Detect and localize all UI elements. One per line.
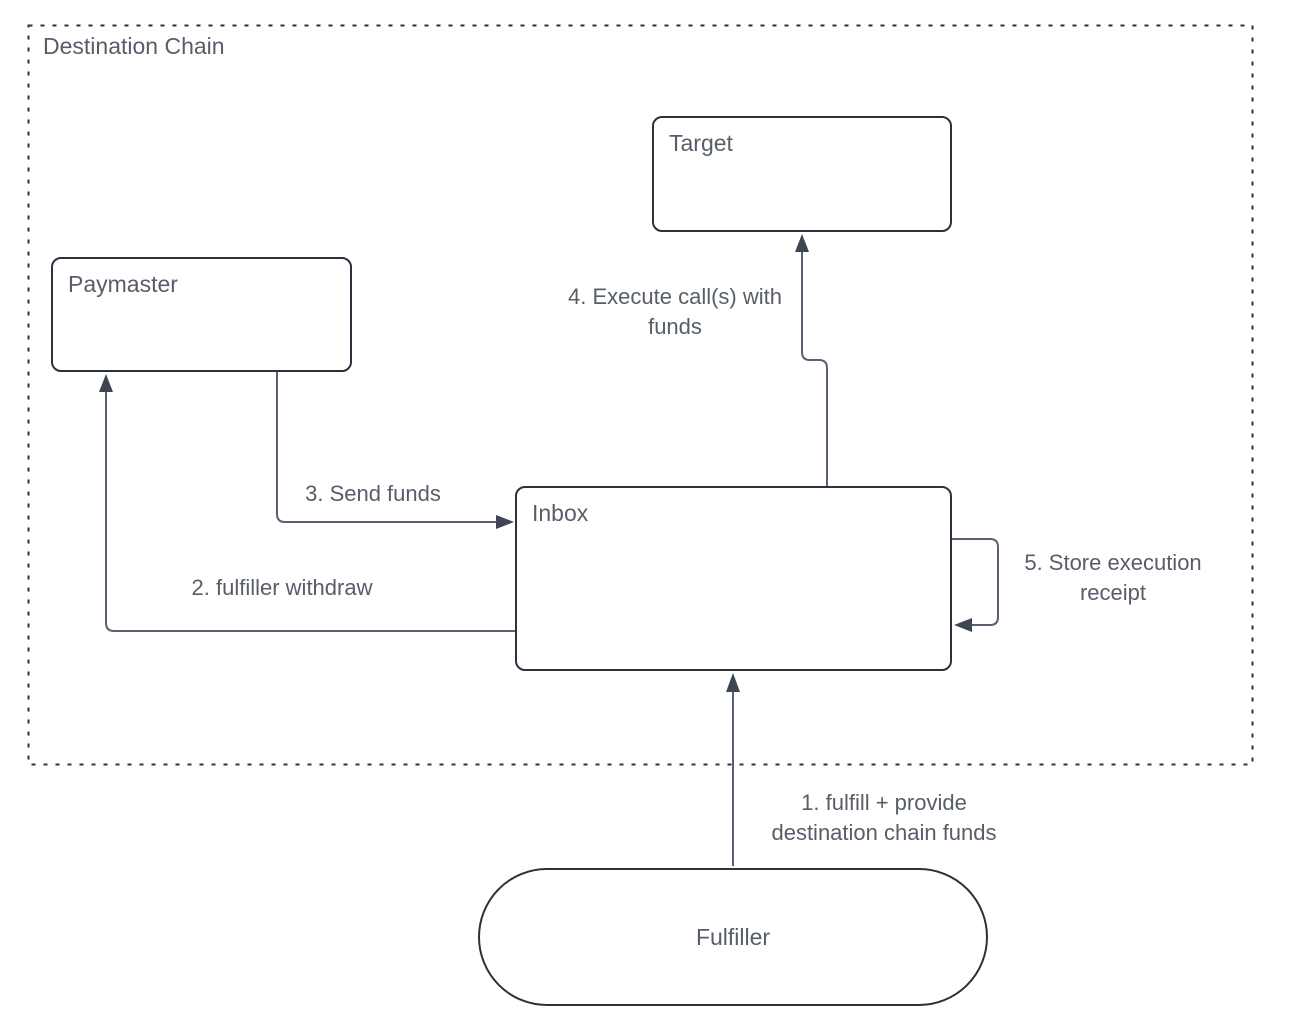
edge-execute-calls — [795, 234, 828, 486]
node-fulfiller: Fulfiller — [478, 868, 988, 1006]
container-title: Destination Chain — [43, 33, 225, 59]
edge-send-funds — [276, 372, 514, 529]
arrowhead-up-icon — [795, 234, 809, 252]
edge-label-execute-calls: 4. Execute call(s) with funds — [568, 282, 782, 342]
edge-fulfill-provide-funds — [726, 673, 740, 866]
node-fulfiller-label: Fulfiller — [695, 923, 771, 950]
edge-label-line: funds — [648, 314, 702, 339]
node-inbox-label: Inbox — [532, 500, 589, 526]
edge-label-line: 5. Store execution — [1024, 550, 1202, 575]
arrowhead-up-icon — [99, 374, 113, 392]
edge-label-store-receipt: 5. Store execution receipt — [1024, 548, 1201, 608]
edge-label-fulfiller-withdraw: 2. fulfiller withdraw — [192, 573, 373, 603]
arrowhead-up-icon — [726, 673, 740, 692]
edge-label-line: receipt — [1079, 580, 1147, 605]
edge-label-line: 3. Send funds — [305, 481, 441, 506]
edge-label-send-funds: 3. Send funds — [305, 479, 441, 509]
edge-label-line: destination chain funds — [771, 820, 997, 845]
edge-label-fulfill-provide-funds: 1. fulfill + provide destination chain f… — [771, 788, 996, 848]
edge-store-receipt — [952, 538, 999, 632]
node-target: Target — [652, 116, 952, 232]
arrowhead-left-icon — [954, 618, 972, 632]
edge-label-line: 4. Execute call(s) with — [568, 284, 782, 309]
arrowhead-right-icon — [496, 515, 514, 529]
node-target-label: Target — [669, 130, 733, 156]
edge-label-line: 2. fulfiller withdraw — [191, 575, 373, 600]
node-paymaster: Paymaster — [51, 257, 352, 372]
edge-label-line: 1. fulfill + provide — [801, 790, 967, 815]
destination-chain-boundary — [27, 24, 1254, 766]
edge-fulfiller-withdraw — [99, 374, 515, 632]
node-inbox: Inbox — [515, 486, 952, 671]
node-paymaster-label: Paymaster — [68, 271, 178, 297]
